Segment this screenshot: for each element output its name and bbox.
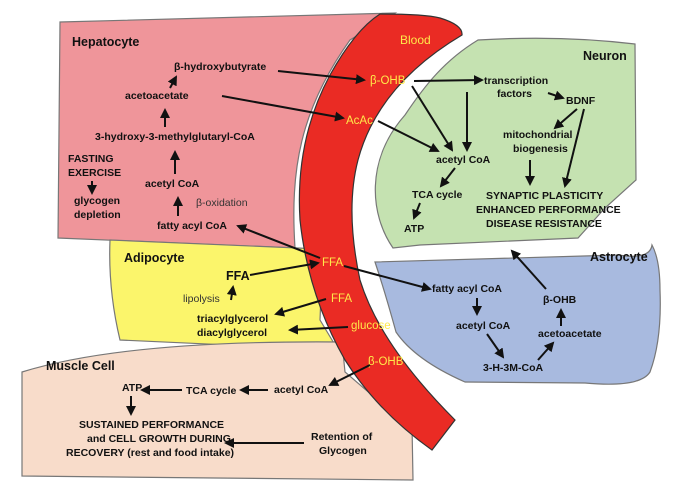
blood-ffa-1: FFA [322,257,343,269]
arrow-astro-acetylcoa-to-hmg [486,333,505,359]
adipocyte-ffa: FFA [226,269,250,283]
arrow-glucose-to-dag [288,324,349,335]
arrow-bohb-to-muscle-acetylcoa [328,364,371,386]
adipocyte-diacylglycerol: diacylglycerol [197,327,267,339]
blood-title: Blood [400,33,431,47]
adipocyte-title: Adipocyte [124,251,184,265]
astrocyte-bohb: β-OHB [543,294,577,306]
muscle-cell-title: Muscle Cell [46,359,115,373]
arrow-bohb-to-transcription [413,75,484,86]
hepatocyte-exercise: EXERCISE [68,167,121,179]
neuron-shape [374,37,637,249]
neuron-synaptic-3: DISEASE RESISTANCE [486,218,602,230]
arrow-ffa-to-tag [274,298,327,317]
neuron-synaptic-2: ENHANCED PERFORMANCE [476,204,621,216]
astrocyte-fatty-acyl-coa: fatty acyl CoA [432,283,502,295]
astrocyte-shape [374,243,661,385]
arrow-factors-to-bdnf [547,90,565,101]
muscle-acetylcoa: acetyl CoA [274,384,329,396]
neuron-tca: TCA cycle [412,189,463,201]
neuron-mito-2: biogenesis [513,143,568,155]
astrocyte-hmg-coa: 3-H-3M-CoA [483,362,543,374]
arrow-bdnf-to-synaptic [562,108,585,188]
adipocyte-triacylglycerol: triacylglycerol [197,313,268,325]
arrow-bhb-to-blood [277,70,366,85]
pathway-arrows [87,70,585,448]
hepatocyte-depletion: depletion [74,209,121,221]
arrow-acetoacetate-to-acac [221,95,345,122]
muscle-sustained-2: and CELL GROWTH DURING [87,433,231,445]
arrow-acetoacetate-to-bhb [167,75,177,89]
arrow-ffa-to-fattyacyl-liver [236,224,321,259]
hepatocyte-bhb: β-hydroxybutyrate [174,61,266,73]
blood-shape [298,13,463,451]
arrow-adipocyte-ffa-to-blood [249,259,320,276]
arrow-bdnf-to-mito [553,108,578,130]
arrow-lipolysis [226,285,237,301]
hepatocyte-shape [57,12,398,249]
arrow-acetylcoa-to-tca [439,167,456,188]
arrow-tca-to-atp [412,202,422,220]
hepatocyte-hmgcoa: 3-hydroxy-3-methylglutaryl-CoA [95,131,255,143]
arrow-hmg-to-acetoacetate [537,341,555,361]
blood-bohb-top: β-OHB [370,75,406,87]
muscle-atp: ATP [122,382,142,394]
muscle-sustained-1: SUSTAINED PERFORMANCE [79,419,224,431]
hepatocyte-beta-oxidation: β-oxidation [196,197,248,209]
neuron-title: Neuron [583,49,627,63]
arrow-acac-to-acetylcoa [377,120,440,152]
neuron-transcription: transcription [484,75,548,87]
hepatocyte-title: Hepatocyte [72,35,139,49]
neuron-mito-1: mitochondrial [503,129,573,141]
muscle-tca: TCA cycle [186,385,237,397]
blood-acac: AcAc [346,115,373,127]
arrow-ffa-to-astrocyte [343,265,432,292]
hepatocyte-acetylcoa: acetyl CoA [145,178,200,190]
hepatocyte-fatty-acyl-coa: fatty acyl CoA [157,220,227,232]
astrocyte-acetylcoa: acetyl CoA [456,320,511,332]
blood-glucose: glucose [351,320,391,332]
muscle-retention-1: Retention of [311,431,373,443]
blood-ffa-2: FFA [331,293,352,305]
hepatocyte-acetoacetate: acetoacetate [125,90,189,102]
hepatocyte-fasting: FASTING [68,153,114,165]
arrow-bohb-to-acetylcoa [411,85,454,152]
neuron-synaptic-1: SYNAPTIC PLASTICITY [486,190,603,202]
adipocyte-lipolysis: lipolysis [183,293,220,305]
muscle-sustained-3: RECOVERY (rest and food intake) [66,447,234,459]
neuron-factors: factors [497,88,532,100]
muscle-retention-2: Glycogen [319,445,367,457]
arrow-astro-bohb-to-neuron [510,249,547,290]
astrocyte-acetoacetate: acetoacetate [538,328,602,340]
astrocyte-title: Astrocyte [590,250,648,264]
neuron-atp: ATP [404,223,424,235]
neuron-bdnf: BDNF [566,95,596,107]
neuron-acetylcoa: acetyl CoA [436,154,491,166]
blood-bohb-bottom: β-OHB [368,356,404,368]
hepatocyte-glycogen: glycogen [74,195,120,207]
